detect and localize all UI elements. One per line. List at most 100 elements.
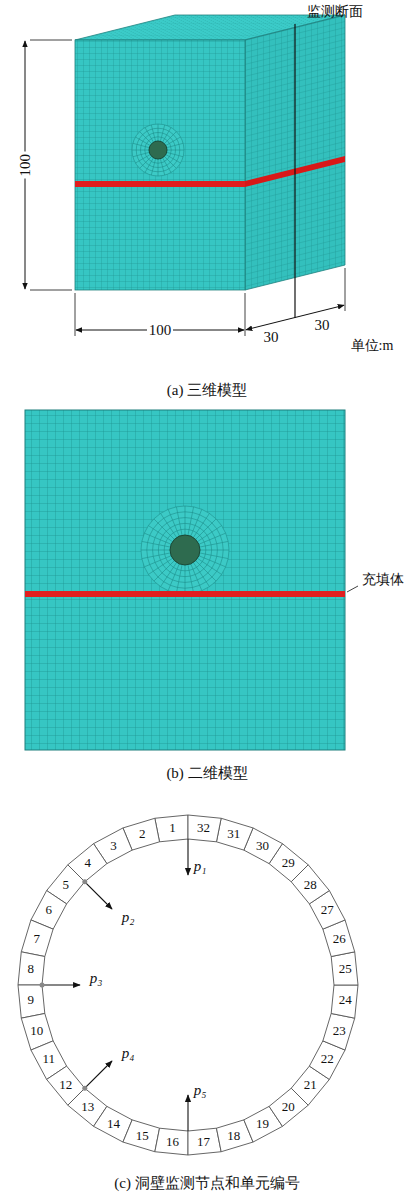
part-label: 充填体 (362, 572, 404, 587)
element-number: 23 (333, 1024, 346, 1038)
mesh-line (132, 150, 149, 151)
mesh-line (144, 533, 171, 544)
element-number: 10 (30, 1024, 43, 1038)
fill-band (25, 591, 345, 597)
element-number: 32 (197, 821, 210, 835)
mesh-line (161, 513, 177, 537)
extension-line (345, 268, 346, 311)
lining-element (216, 818, 253, 850)
element-number: 14 (107, 1117, 120, 1131)
element-number: 31 (227, 827, 240, 841)
element-number: 22 (321, 1052, 334, 1066)
element-number: 3 (110, 839, 117, 853)
mesh-line (167, 152, 183, 156)
lining-element (18, 985, 45, 1018)
refined-mesh (141, 506, 229, 594)
mesh-line (166, 137, 181, 146)
extension-line (30, 290, 72, 291)
monitor-arrow (42, 984, 80, 985)
element-number: 2 (139, 827, 146, 841)
element-number: 15 (136, 1129, 149, 1143)
monitor-arrow (85, 1061, 112, 1088)
element-number: 18 (227, 1129, 240, 1143)
mesh-line (164, 156, 176, 168)
mesh-line (151, 125, 155, 141)
monitor-node (82, 1086, 87, 1091)
refined-mesh (132, 124, 184, 176)
mesh-line (158, 159, 159, 176)
mesh-line (141, 550, 170, 551)
mesh-line (200, 550, 229, 551)
unit-label: 单位:m (351, 338, 394, 353)
element-number: 25 (339, 962, 352, 976)
fill-band (75, 181, 245, 187)
lining-element (123, 1120, 160, 1152)
mesh-line (199, 556, 226, 567)
lining-element (188, 815, 221, 842)
element-number: 17 (197, 1135, 210, 1149)
caption: (b) 二维模型 (166, 765, 247, 782)
dimension-label: 100 (17, 152, 34, 179)
node-label: p₃ (90, 970, 103, 987)
element-number: 9 (28, 993, 35, 1007)
element-number: 29 (282, 856, 295, 870)
mesh-line (149, 141, 167, 159)
mesh-line (200, 541, 228, 547)
mesh-line (197, 526, 221, 542)
element-number: 26 (333, 932, 346, 946)
mesh-line (176, 507, 182, 535)
tunnel (170, 535, 200, 565)
mesh-line (168, 564, 179, 591)
lining-ring (18, 815, 358, 1155)
lining-element (21, 920, 53, 957)
model-2d (25, 410, 345, 750)
element-number: 4 (85, 856, 92, 870)
mesh-line (185, 565, 186, 594)
mesh-line (151, 159, 155, 175)
mesh-line (133, 152, 149, 156)
mesh-line (133, 143, 149, 147)
mesh-line (145, 158, 154, 173)
element-number: 7 (34, 932, 41, 946)
monitor-node (82, 879, 87, 884)
node-label: p₅ (194, 1082, 207, 1099)
mesh-line (167, 143, 183, 147)
element-number: 1 (169, 821, 176, 835)
lining-element (323, 1013, 355, 1050)
lining-element (331, 952, 358, 985)
element-number: 16 (166, 1135, 179, 1149)
element-number: 24 (339, 993, 352, 1007)
extension-line (75, 293, 76, 336)
refined-mesh (141, 506, 229, 594)
element-number: 19 (256, 1117, 269, 1131)
mesh-line (140, 156, 152, 168)
front-face (75, 40, 245, 290)
node-label: p₄ (122, 1045, 135, 1062)
lining-element (188, 1128, 221, 1155)
dimension-label: 30 (315, 317, 330, 334)
mesh-line (145, 127, 154, 142)
mesh-line (188, 565, 194, 593)
mesh-line (135, 137, 150, 146)
mesh-line (167, 150, 184, 151)
lining-element (155, 1128, 188, 1155)
element-number: 13 (81, 1100, 94, 1114)
mesh-line (132, 124, 184, 176)
monitor-arrow (187, 1095, 188, 1131)
element-number: 30 (256, 839, 269, 853)
mesh-line (166, 155, 181, 164)
mesh-line (140, 132, 152, 144)
extension-line (30, 40, 72, 41)
mesh-line (164, 132, 176, 144)
monitor-node (40, 983, 45, 988)
extension-line (245, 293, 246, 336)
element-number: 8 (28, 962, 35, 976)
node-label: p₂ (122, 909, 135, 926)
mesh-line (163, 158, 172, 173)
section-line (294, 24, 295, 318)
element-number: 27 (321, 903, 334, 917)
section-label: 监测断面 (307, 4, 363, 19)
monitor-arrow (187, 839, 188, 875)
